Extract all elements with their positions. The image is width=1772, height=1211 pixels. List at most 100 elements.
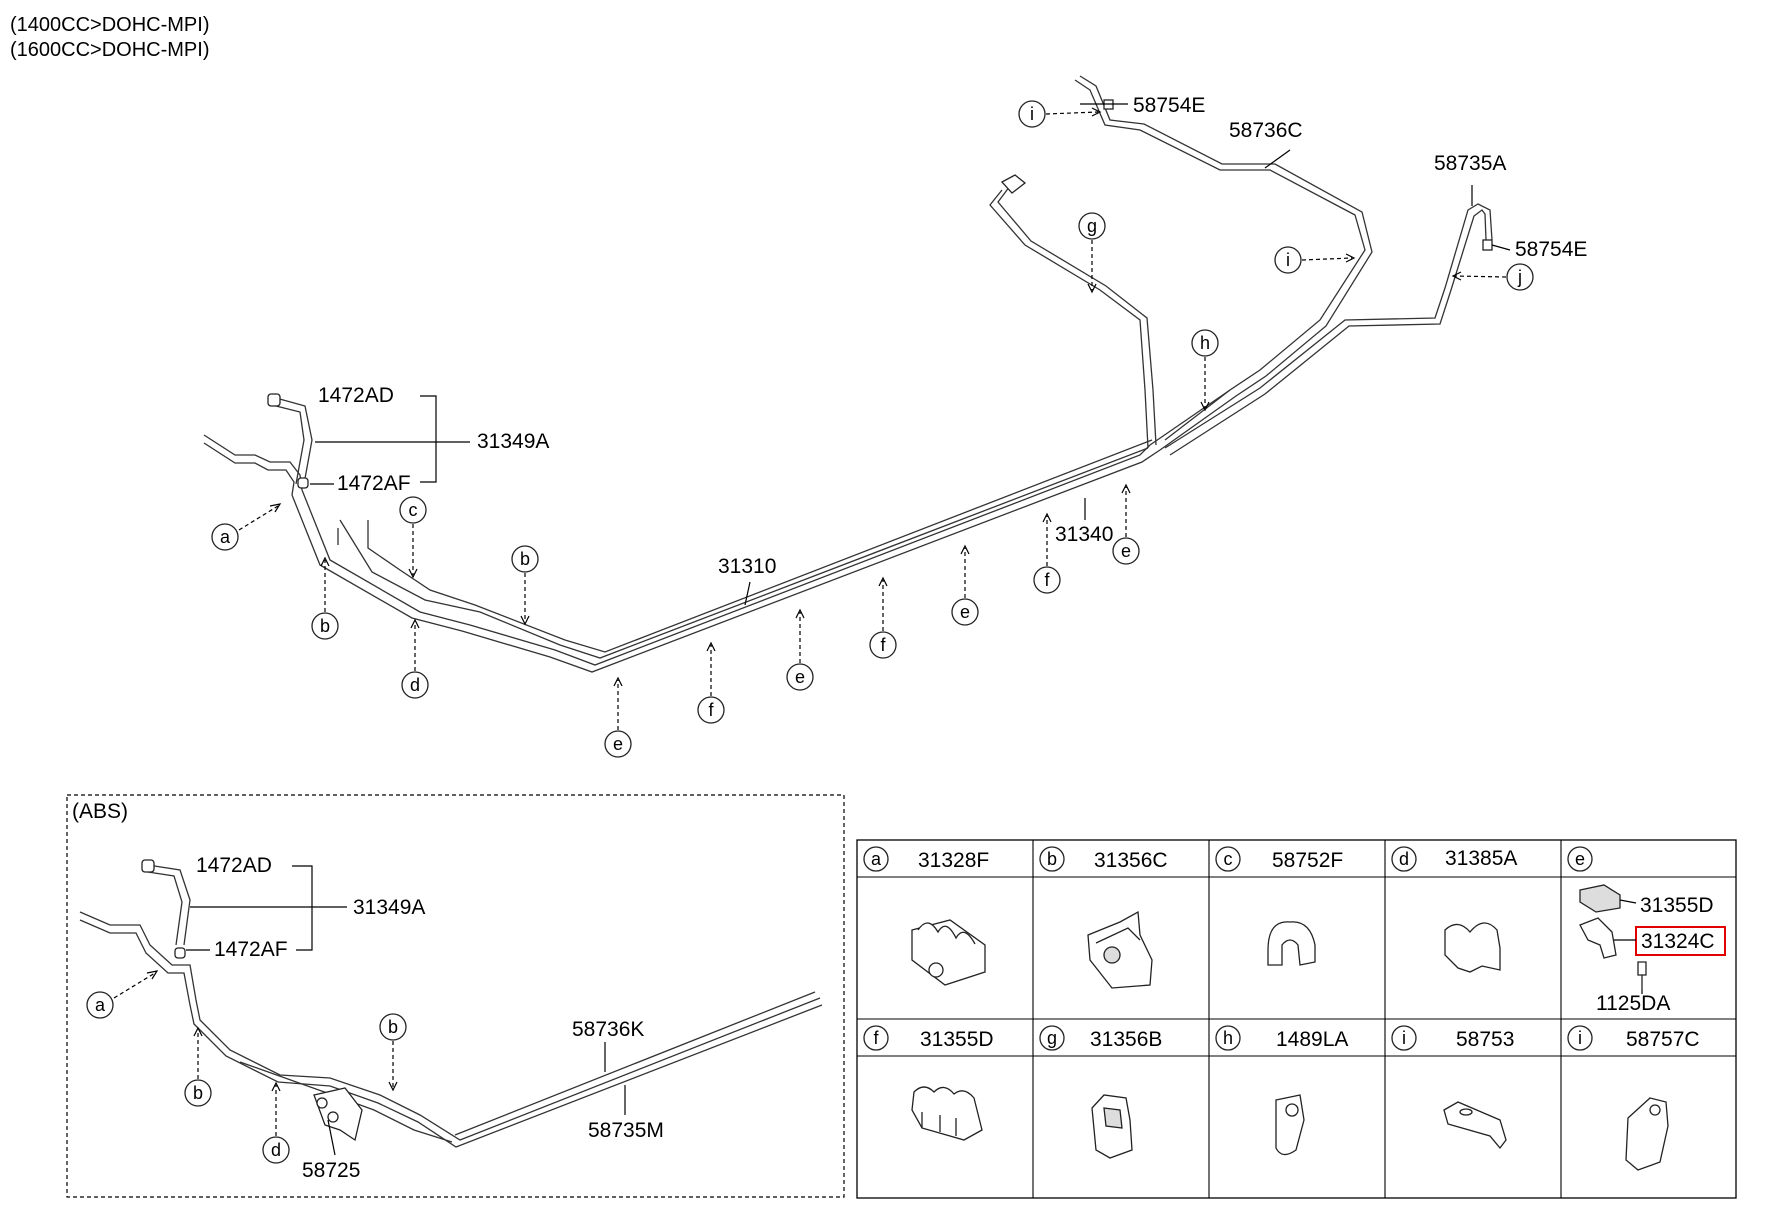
svg-text:e: e bbox=[1121, 541, 1131, 561]
pipe-31340[interactable] bbox=[291, 449, 1161, 673]
svg-text:f: f bbox=[1044, 570, 1050, 590]
callout-a[interactable]: a bbox=[211, 523, 239, 551]
label-58735A: 58735A bbox=[1434, 152, 1506, 175]
callout-d[interactable]: d bbox=[401, 671, 429, 699]
cell-d[interactable]: d 31385A bbox=[1391, 846, 1517, 872]
bracket-58753-icon bbox=[1443, 1101, 1507, 1150]
svg-text:i: i bbox=[1286, 250, 1290, 270]
cell-g[interactable]: g 31356B bbox=[1039, 1025, 1162, 1051]
label-31349A: 31349A bbox=[477, 430, 549, 453]
callout-f-3[interactable]: f bbox=[1033, 566, 1061, 594]
cell-e-part-1125DA: 1125DA bbox=[1596, 992, 1670, 1015]
abs-label-58736K: 58736K bbox=[572, 1018, 644, 1041]
abs-callout-b-left[interactable]: b bbox=[184, 1079, 212, 1107]
header-line-2: (1600CC>DOHC-MPI) bbox=[10, 39, 209, 61]
abs-title: (ABS) bbox=[72, 800, 128, 823]
pipe-58735A[interactable] bbox=[1164, 203, 1493, 449]
cell-f[interactable]: f 31355D bbox=[863, 1025, 994, 1051]
part-31356B: 31356B bbox=[1090, 1028, 1162, 1051]
abs-callout-d[interactable]: d bbox=[262, 1136, 290, 1164]
callout-b-2[interactable]: b bbox=[311, 612, 339, 640]
header-line-1: (1400CC>DOHC-MPI) bbox=[10, 14, 209, 36]
callout-j[interactable]: j bbox=[1506, 263, 1534, 291]
clip-31356B-icon bbox=[1091, 1094, 1133, 1159]
bracket-58725[interactable] bbox=[313, 1087, 363, 1142]
part-58752F: 58752F bbox=[1272, 849, 1343, 872]
svg-text:i: i bbox=[1402, 1028, 1406, 1048]
cell-h[interactable]: h 1489LA bbox=[1215, 1025, 1348, 1051]
label-58754E-right: 58754E bbox=[1515, 238, 1587, 261]
cell-e[interactable]: e bbox=[1567, 846, 1593, 872]
svg-text:c: c bbox=[409, 500, 418, 520]
svg-text:f: f bbox=[873, 1028, 879, 1048]
pipe-58736C[interactable] bbox=[1074, 79, 1366, 446]
callout-e-4[interactable]: e bbox=[1112, 537, 1140, 565]
callout-f-1[interactable]: f bbox=[697, 696, 725, 724]
abs-callout-a[interactable]: a bbox=[86, 991, 114, 1019]
clip-31356C-icon bbox=[1087, 910, 1153, 989]
main-callouts: i i j g h a c b b d e f e f e f e bbox=[211, 100, 1534, 758]
pipe-g-branch[interactable] bbox=[989, 189, 1149, 449]
svg-text:h: h bbox=[1223, 1028, 1233, 1048]
clip-58752F-icon bbox=[1267, 921, 1316, 966]
part-58757C: 58757C bbox=[1626, 1028, 1700, 1051]
abs-label-58725: 58725 bbox=[302, 1159, 360, 1182]
pipe-left-inlet[interactable] bbox=[203, 434, 303, 491]
svg-text:d: d bbox=[410, 675, 420, 695]
cell-c[interactable]: c 58752F bbox=[1215, 846, 1343, 872]
part-31328F: 31328F bbox=[918, 849, 989, 872]
svg-text:a: a bbox=[220, 527, 231, 547]
abs-callout-b-top[interactable]: b bbox=[379, 1013, 407, 1041]
svg-text:b: b bbox=[1047, 849, 1057, 869]
abs-panel-border bbox=[66, 794, 845, 1198]
svg-text:j: j bbox=[1517, 267, 1522, 287]
svg-text:e: e bbox=[613, 734, 623, 754]
svg-text:d: d bbox=[271, 1140, 281, 1160]
svg-text:g: g bbox=[1047, 1028, 1057, 1048]
label-1472AF: 1472AF bbox=[337, 472, 411, 495]
part-31356C: 31356C bbox=[1094, 849, 1168, 872]
bracket-1489LA-icon bbox=[1275, 1094, 1305, 1156]
cell-i-1[interactable]: i 58753 bbox=[1391, 1025, 1514, 1051]
part-58753: 58753 bbox=[1456, 1028, 1514, 1051]
part-31385A: 31385A bbox=[1445, 847, 1517, 870]
bracket-58757C-icon bbox=[1625, 1097, 1669, 1171]
svg-text:a: a bbox=[871, 849, 882, 869]
svg-text:i: i bbox=[1578, 1028, 1582, 1048]
cell-b[interactable]: b 31356C bbox=[1039, 846, 1168, 872]
callout-g[interactable]: g bbox=[1078, 212, 1106, 240]
label-58736C: 58736C bbox=[1229, 119, 1303, 142]
clip-31385A-icon bbox=[1444, 922, 1501, 973]
callout-c[interactable]: c bbox=[399, 496, 427, 524]
svg-text:f: f bbox=[708, 700, 714, 720]
pipe-31310[interactable] bbox=[301, 444, 1151, 666]
clip-31355D-icon bbox=[911, 1086, 983, 1141]
svg-text:e: e bbox=[1575, 849, 1585, 869]
abs-label-1472AD: 1472AD bbox=[196, 854, 272, 877]
svg-text:c: c bbox=[1224, 849, 1233, 869]
callout-e-3[interactable]: e bbox=[951, 598, 979, 626]
clip-31355D-small-icon bbox=[1579, 884, 1621, 913]
cell-i-2[interactable]: i 58757C bbox=[1567, 1025, 1700, 1051]
cell-a[interactable]: a 31328F bbox=[863, 846, 989, 872]
callout-i-mid[interactable]: i bbox=[1274, 246, 1302, 274]
svg-text:f: f bbox=[880, 635, 886, 655]
abs-label-58735M: 58735M bbox=[588, 1119, 664, 1142]
abs-label-1472AF: 1472AF bbox=[214, 938, 288, 961]
callout-h[interactable]: h bbox=[1191, 329, 1219, 357]
callout-f-2[interactable]: f bbox=[869, 631, 897, 659]
abs-panel: (ABS) 1472AD 31349A 1472AF 58736K 58735M… bbox=[66, 794, 845, 1198]
svg-text:d: d bbox=[1399, 849, 1409, 869]
svg-text:b: b bbox=[193, 1083, 203, 1103]
svg-text:b: b bbox=[320, 616, 330, 636]
callout-b-1[interactable]: b bbox=[511, 545, 539, 573]
svg-text:h: h bbox=[1200, 333, 1210, 353]
callout-i-top[interactable]: i bbox=[1018, 100, 1046, 128]
callout-e-2[interactable]: e bbox=[786, 663, 814, 691]
callout-e-1[interactable]: e bbox=[604, 730, 632, 758]
clip-31328F-icon bbox=[911, 919, 986, 986]
cell-e-part-31324C[interactable]: 31324C bbox=[1641, 930, 1715, 953]
svg-text:b: b bbox=[388, 1017, 398, 1037]
part-1489LA: 1489LA bbox=[1276, 1028, 1348, 1051]
